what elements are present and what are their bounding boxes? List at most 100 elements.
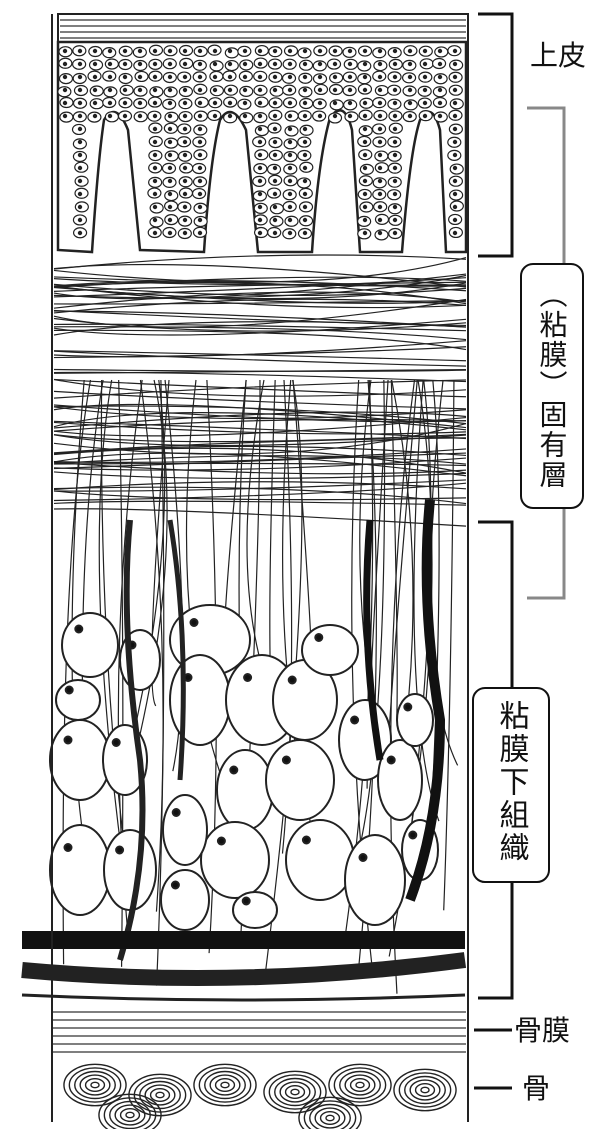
fiber-strand [413,379,440,822]
cell-nucleus [407,87,413,93]
cell-nucleus [302,113,308,119]
cell-nucleus [392,152,398,158]
epithelium-layer [56,13,469,254]
osteon-ring [220,1081,230,1089]
cell-nucleus [137,48,143,54]
cell-nucleus [377,152,383,158]
cell-nucleus [392,139,398,145]
cell-nucleus [332,100,338,106]
cell-nucleus [62,48,68,54]
osteon-ring [198,1067,252,1103]
cell-nucleus [137,74,143,80]
cell-nucleus [302,230,308,236]
cell-nucleus [362,139,368,145]
collagen-fiber [53,452,467,470]
cell-nucleus [302,48,308,54]
cell-nucleus [197,87,203,93]
cell-nucleus [272,100,278,106]
collagen-fiber [53,508,467,527]
cell-nucleus [152,191,158,197]
cell-nucleus [272,178,278,184]
cell-nucleus [197,204,203,210]
epithelial-cell [329,99,344,111]
cell-nucleus [182,178,188,184]
cell-nucleus [77,178,83,184]
cell-nucleus [197,48,203,54]
osteon-ring [209,1074,241,1096]
cell-nucleus [392,126,398,132]
epithelial-cell [224,59,239,72]
cell-nucleus [317,74,323,80]
cell-nucleus [422,48,428,54]
fat-cell [200,821,270,899]
fat-cell-nucleus [301,835,311,845]
cell-nucleus [362,191,368,197]
fiber-strand [387,379,418,751]
cell-nucleus [257,178,263,184]
osteon-ring [303,1100,357,1129]
cell-nucleus [167,152,173,158]
cell-nucleus [287,165,293,171]
cell-nucleus [407,61,413,67]
cell-nucleus [302,204,308,210]
cell-nucleus [437,87,443,93]
collagen-fiber [53,405,467,425]
cell-nucleus [212,61,218,67]
cell-nucleus [437,74,443,80]
cell-nucleus [182,100,188,106]
collagen-fiber [53,369,467,374]
cell-nucleus [242,61,248,67]
collagen-fiber [53,277,467,298]
cell-nucleus [257,230,263,236]
lamina-propria-layer [53,254,467,994]
cell-nucleus [167,165,173,171]
cell-nucleus [272,204,278,210]
collagen-fiber [53,416,467,437]
cell-nucleus [197,191,203,197]
cell-nucleus [122,74,128,80]
cell-nucleus [77,48,83,54]
fat-cell-nucleus [74,624,84,634]
cell-nucleus [77,217,83,223]
fat-cell-nucleus [287,675,297,685]
cell-nucleus [287,178,293,184]
cell-nucleus [122,87,128,93]
cell-nucleus [77,152,83,158]
cell-nucleus [407,100,413,106]
cell-nucleus [452,48,458,54]
collagen-fiber [53,378,467,397]
cell-nucleus [377,139,383,145]
cell-nucleus [362,48,368,54]
cell-nucleus [332,113,338,119]
cell-nucleus [257,139,263,145]
fat-cell-nucleus [170,880,180,890]
osteon-ring [339,1070,381,1100]
cell-nucleus [167,139,173,145]
cell-nucleus [362,230,368,236]
cell-nucleus [152,204,158,210]
cell-nucleus [287,152,293,158]
fat-cell-nucleus [216,836,226,846]
cell-nucleus [167,191,173,197]
collagen-fiber [53,390,467,410]
collagen-fiber [53,276,467,288]
collagen-fiber [53,317,467,332]
cell-nucleus [92,61,98,67]
cell-nucleus [317,113,323,119]
fiber-strand [443,379,455,911]
epithelial-cell [149,86,164,98]
osteon-ring [144,1084,176,1106]
fat-cell [169,654,231,746]
cell-nucleus [332,87,338,93]
osteon-ring [79,1074,111,1096]
cell-nucleus [152,139,158,145]
cell-nucleus [167,204,173,210]
cell-nucleus [257,217,263,223]
cell-nucleus [347,100,353,106]
cell-nucleus [377,178,383,184]
cell-nucleus [302,87,308,93]
cell-nucleus [182,217,188,223]
cell-nucleus [452,165,458,171]
osteon-ring [344,1074,376,1096]
cell-nucleus [347,87,353,93]
